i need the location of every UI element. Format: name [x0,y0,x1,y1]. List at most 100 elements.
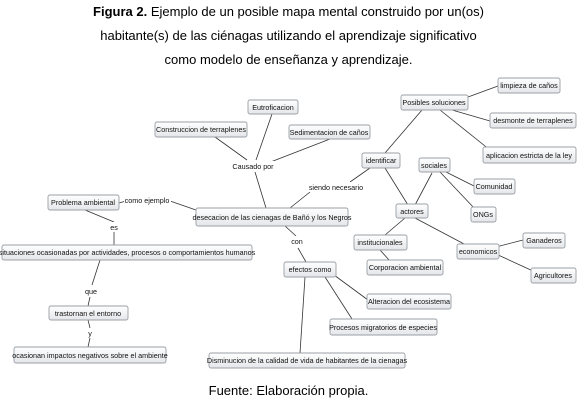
link-es: es [107,222,121,232]
link-y-text: y [88,329,92,338]
edge-institucionales-corporacion [379,249,391,262]
node-efectos: efectos como [283,261,337,278]
node-identificar: identificar [361,152,401,169]
link-causado-por: Causado por [232,161,274,171]
link-que: que [82,286,100,296]
node-desmonte-text: desmonte de terraplenes [493,116,573,125]
node-disminucion: Disminucion de la calidad de vida de hab… [207,352,408,369]
node-identificar-text: identificar [366,156,397,165]
edge-y-impactos [87,337,91,348]
link-como-ejemplo: como ejemplo [124,195,171,205]
edge-problema-es [84,209,115,223]
node-ganaderos: Ganaderos [522,232,566,249]
node-limpieza: limpieza de caños [497,77,561,94]
node-sociales-text: sociales [421,161,447,170]
edge-sedimentacion-causado [267,138,331,164]
node-procesos-text: Procesos migratorios de especies [329,323,437,332]
caption-line-1: Figura 2. Ejemplo de un posible mapa men… [0,0,577,24]
edge-identificar-posibles [384,109,423,154]
edge-posibles-aplicacion [439,109,491,151]
edge-actores-institucionales [384,217,406,236]
node-trastornan-text: trastornan el entorno [55,309,121,318]
node-sedimentacion: Sedimentacion de caños [288,124,371,140]
edge-causado-desecacion [254,171,267,209]
node-actores: actores [395,203,429,219]
node-disminucion-text: Disminucion de la calidad de vida de hab… [207,356,408,365]
edge-posibles-limpieza [467,85,499,98]
node-problema-text: Problema ambiental [51,198,115,207]
edge-economicos-agricultores [495,253,534,272]
node-posibles-text: Posibles soluciones [402,98,466,107]
connector-lines [84,85,534,354]
link-causado-por-text: Causado por [232,162,274,171]
link-y: y [85,328,95,338]
node-construccion-text: Construccion de terraplenes [156,125,246,134]
node-limpieza-text: limpieza de caños [500,81,558,90]
edge-efectos-alteracion [333,274,369,301]
node-situaciones: situaciones ocasionadas por actividades,… [0,244,256,261]
node-corporacion-text: Corporacion ambiental [369,263,442,272]
edge-efectos-disminucion [299,276,306,354]
edge-posibles-desmonte [451,109,491,122]
edge-desecacion-siendo [289,191,311,209]
link-siendo-necesario-text: siendo necesario [309,183,363,192]
caption-label: Figura 2. [93,4,148,19]
node-sedimentacion-text: Sedimentacion de caños [290,128,369,137]
node-efectos-text: efectos como [289,265,332,274]
node-eutrofizacion-text: Eutroficacion [252,103,294,112]
node-trastornan: trastornan el entorno [48,305,129,321]
edge-eutrofizacion-causado [255,113,273,161]
node-impactos-text: ocasionan impactos negativos sobre el am… [12,351,167,360]
node-desecacion: desecacion de las cienagas de Bañó y los… [192,207,352,227]
node-situaciones-text: situaciones ocasionadas por actividades,… [0,248,256,257]
node-comunidad: Comunidad [473,178,516,195]
edge-sociales-comunidad [445,171,475,187]
edge-sociales-ongs [439,171,476,210]
node-ganaderos-text: Ganaderos [526,236,562,245]
edge-efectos-procesos [324,276,353,320]
edge-con-efectos [297,247,307,263]
node-economicos-text: economicos [459,247,498,256]
node-alteracion: Alteracion del ecosistema [366,293,452,310]
node-sociales: sociales [418,157,451,173]
edge-trastornan-y [87,319,91,329]
node-impactos: ocasionan impactos negativos sobre el am… [12,346,168,364]
node-construccion: Construccion de terraplenes [154,121,248,138]
node-institucionales: institucionales [353,234,408,251]
node-agricultores: Agricultores [530,267,577,284]
link-que-text: que [85,287,97,296]
edge-situaciones-que [91,259,101,286]
node-desmonte: desmonte de terraplenes [489,112,577,129]
link-es-text: es [110,223,118,232]
link-con-text: con [291,237,303,246]
node-alteracion-text: Alteracion del ecosistema [368,297,450,306]
node-corporacion: Corporacion ambiental [366,259,444,276]
edge-identificar-actores [384,167,409,206]
node-aplicacion: aplicacion estricta de la ley [482,146,577,164]
node-eutrofizacion: Eutroficacion [247,99,299,115]
node-agricultores-text: Agricultores [534,271,572,280]
link-como-ejemplo-text: como ejemplo [125,196,170,205]
caption-line-1-text: Ejemplo de un posible mapa mental constr… [147,4,484,19]
node-posibles: Posibles soluciones [400,94,469,111]
edge-desecacion-con [284,225,297,237]
edge-siendo-identificar [349,167,371,183]
caption-line-3: como modelo de enseñanza y aprendizaje. [164,52,413,67]
edge-actores-sociales [414,172,433,206]
figure-source: Fuente: Elaboración propia. [208,383,369,398]
node-actores-text: actores [400,207,424,216]
edge-ejemplo-desecacion [169,200,197,211]
node-desecacion-text: desecacion de las cienagas de Bañó y los… [192,213,351,222]
node-institucionales-text: institucionales [357,238,403,247]
edge-que-trastornan [87,296,91,307]
node-problema: Problema ambiental [47,194,120,211]
edge-construccion-causado [214,136,248,161]
node-ongs: ONGs [470,206,497,223]
caption-line-2: habitante(s) de las ciénagas utilizando … [100,28,477,43]
node-procesos: Procesos migratorios de especies [329,318,438,336]
edge-actores-economicos [414,217,467,246]
edge-economicos-ganaderos [495,239,524,248]
node-economicos: economicos [456,243,500,260]
node-aplicacion-text: aplicacion estricta de la ley [486,151,572,160]
